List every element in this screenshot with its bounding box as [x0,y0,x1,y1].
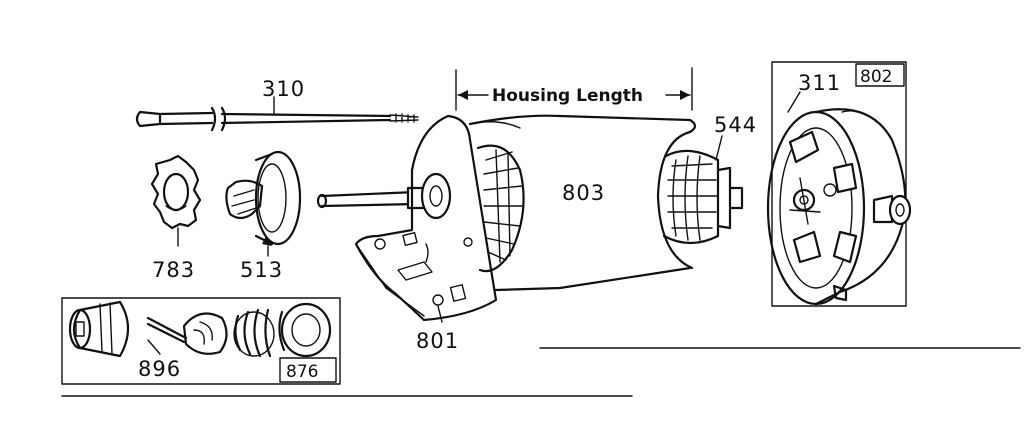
label-783: 783 [152,258,195,282]
label-876: 876 [286,362,318,382]
housing-803 [468,114,697,292]
label-896: 896 [138,357,181,381]
label-802: 802 [860,67,892,87]
label-310: 310 [262,77,305,101]
label-544: 544 [714,113,757,137]
label-513: 513 [240,258,283,282]
drive-assembly-513 [225,150,302,246]
armature-544 [656,130,744,270]
end-cap-802-box [771,61,907,307]
through-bolt-310 [135,96,419,132]
label-803: 803 [562,181,605,205]
label-housing-length: Housing Length [492,86,643,106]
label-311: 311 [798,71,841,95]
gear-783 [150,154,202,230]
housing-length-dimension [455,67,693,111]
drive-end-plate-801 [316,114,525,322]
drive-kit-876-box [61,297,341,385]
end-cap-311 [766,108,912,306]
label-801: 801 [416,329,459,353]
